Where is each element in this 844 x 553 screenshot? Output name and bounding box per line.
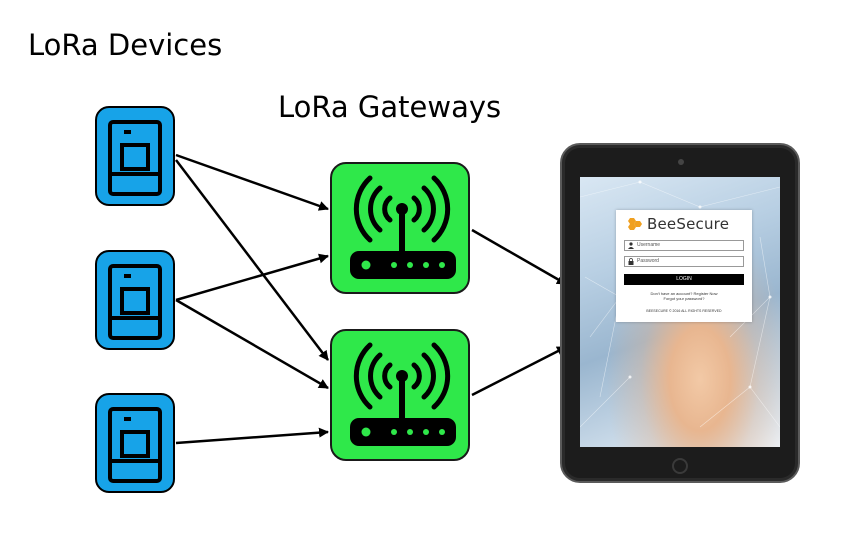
lock-icon [628, 258, 634, 265]
arrow-device2-gateway2 [175, 298, 329, 390]
device-icon [108, 264, 162, 340]
password-placeholder: Password [637, 258, 659, 264]
tablet-device: BeeSecure Username Password LOGIN Don't … [560, 143, 800, 483]
honeycomb-icon [628, 218, 642, 230]
camera-icon [678, 159, 684, 165]
brand-name: BeeSecure [647, 215, 730, 233]
home-button [672, 458, 688, 474]
tablet-screen: BeeSecure Username Password LOGIN Don't … [580, 177, 780, 447]
username-input[interactable]: Username [624, 240, 744, 251]
lora-gateway-2 [330, 329, 470, 461]
lora-gateway-1 [330, 162, 470, 294]
password-input[interactable]: Password [624, 256, 744, 267]
register-link[interactable]: Don't have an account? Register Now [650, 291, 718, 296]
arrow-device3-gateway2 [175, 427, 329, 445]
devices-title: LoRa Devices [28, 28, 223, 62]
login-button[interactable]: LOGIN [624, 274, 744, 285]
username-placeholder: Username [637, 242, 661, 248]
device-icon [108, 407, 162, 483]
arrow-gateway2-tablet [471, 345, 567, 397]
login-card: BeeSecure Username Password LOGIN Don't … [616, 210, 752, 322]
user-icon [628, 242, 634, 249]
arrow-device1-gateway1 [175, 153, 329, 211]
arrow-gateway1-tablet [471, 228, 567, 286]
device-icon [108, 120, 162, 196]
router-antenna-icon [350, 342, 456, 446]
lora-device-2 [95, 250, 175, 350]
lora-device-3 [95, 393, 175, 493]
lora-device-1 [95, 106, 175, 206]
router-antenna-icon [350, 175, 456, 279]
arrow-device2-gateway1 [175, 253, 329, 302]
brand-row: BeeSecure [626, 215, 730, 233]
gateways-title: LoRa Gateways [278, 90, 502, 124]
forgot-password-link[interactable]: Forgot your password? [663, 296, 705, 301]
arrow-device1-gateway2 [175, 159, 329, 361]
copyright-text: BEESECURE © 2016 ALL RIGHTS RESERVED [646, 309, 722, 313]
